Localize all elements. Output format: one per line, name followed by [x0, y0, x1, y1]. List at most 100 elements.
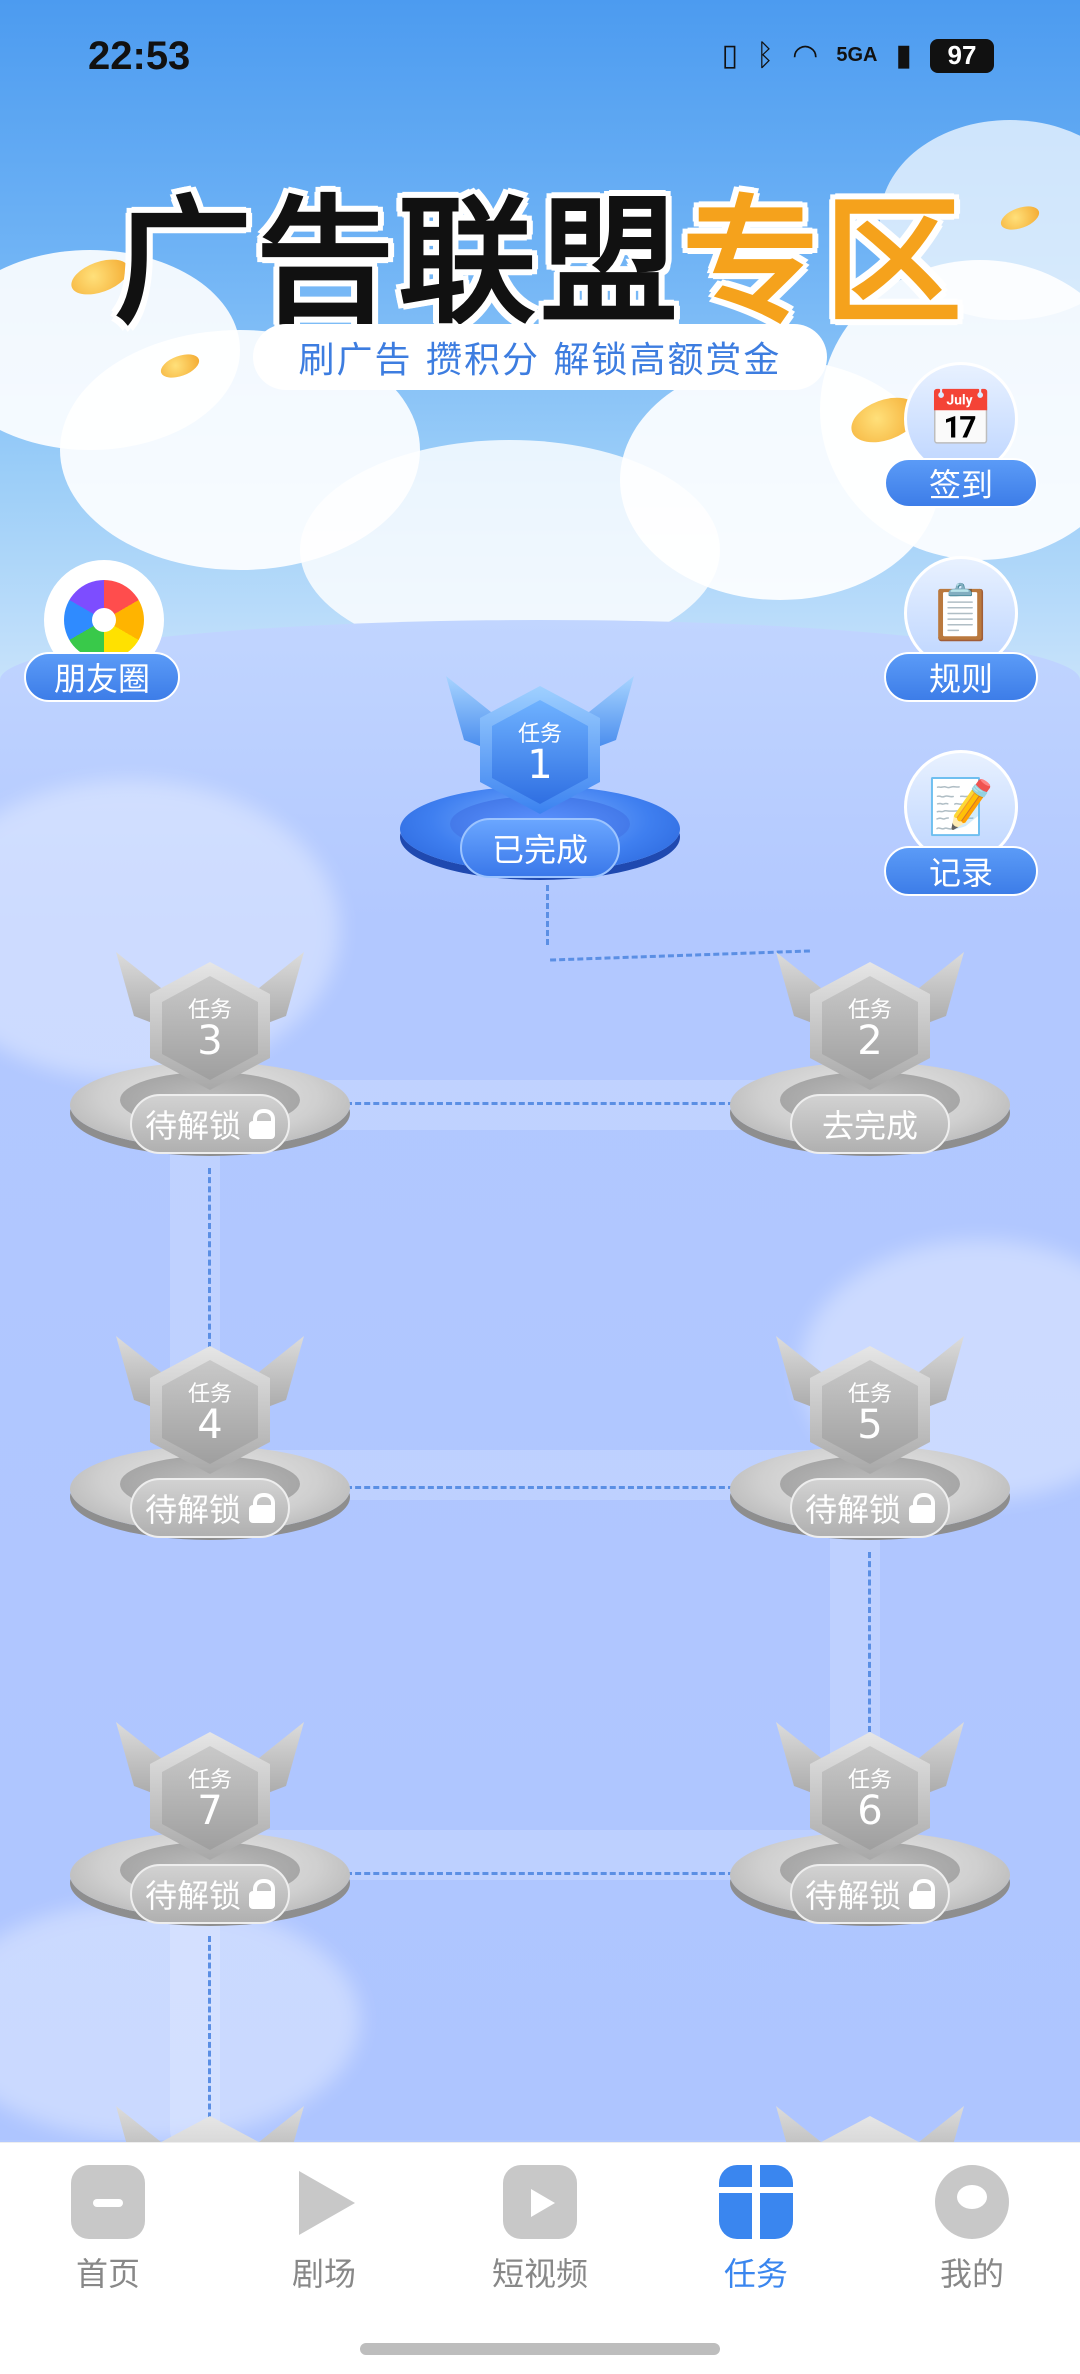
task-number: 6 — [857, 1788, 883, 1834]
cloud-decoration — [880, 120, 1080, 320]
task-status-label: 去完成 — [821, 1107, 918, 1145]
nav-label: 首页 — [75, 2255, 140, 2293]
path-connector — [208, 1936, 211, 2136]
badge-wing-icon — [776, 2106, 836, 2142]
battery-icon: 97 — [930, 38, 994, 73]
task-status-button[interactable]: 待解锁 — [130, 1864, 290, 1924]
nav-label: 短视频 — [491, 2255, 588, 2293]
bluetooth-icon: ᛒ — [756, 38, 775, 72]
path-connector — [346, 1872, 734, 1875]
task-node-4[interactable]: 任务 4 待解锁 — [70, 1336, 350, 1546]
task-node-3[interactable]: 任务 3 待解锁 — [70, 952, 350, 1162]
hexagon-badge-icon — [810, 2116, 930, 2142]
path-connector — [208, 1168, 211, 1348]
task-label: 任务 — [847, 998, 892, 1023]
banner-title-main: 广告联盟 — [113, 182, 682, 343]
nav-short-video[interactable]: 短视频 — [470, 2165, 610, 2295]
path-connector — [346, 1486, 734, 1489]
moments-label: 朋友圈 — [24, 652, 180, 702]
task-status-button[interactable]: 待解锁 — [790, 1864, 950, 1924]
task-status-button[interactable]: 待解锁 — [130, 1094, 290, 1154]
task-number: 1 — [527, 742, 553, 788]
video-icon — [503, 2165, 577, 2239]
clipboard-icon: 📋 — [904, 556, 1018, 670]
home-indicator[interactable] — [360, 2343, 720, 2355]
task-number: 5 — [857, 1402, 883, 1448]
task-node-partial — [730, 2106, 1010, 2142]
moments-aperture-icon — [64, 580, 144, 660]
lock-icon — [909, 1493, 935, 1523]
lock-icon — [909, 1879, 935, 1909]
task-node-partial — [70, 2106, 350, 2142]
task-node-5[interactable]: 任务 5 待解锁 — [730, 1336, 1010, 1546]
task-number: 7 — [197, 1788, 223, 1834]
vibrate-icon: ▯ — [721, 39, 739, 72]
task-label: 任务 — [187, 998, 232, 1023]
task-node-2[interactable]: 任务 2 去完成 — [730, 952, 1010, 1162]
task-node-7[interactable]: 任务 7 待解锁 — [70, 1722, 350, 1932]
task-label: 任务 — [517, 722, 562, 747]
task-status-button[interactable]: 已完成 — [460, 818, 620, 878]
wifi-icon: ◠ — [792, 39, 819, 72]
nav-home[interactable]: 首页 — [38, 2165, 178, 2295]
nav-tasks[interactable]: 任务 — [686, 2165, 826, 2295]
nav-profile[interactable]: 我的 — [902, 2165, 1042, 2295]
task-number: 2 — [857, 1018, 883, 1064]
task-status-button[interactable]: 去完成 — [790, 1094, 950, 1154]
task-label: 任务 — [847, 1768, 892, 1793]
badge-wing-icon — [904, 2106, 964, 2142]
task-node-6[interactable]: 任务 6 待解锁 — [730, 1722, 1010, 1932]
nav-label: 我的 — [939, 2255, 1004, 2293]
play-icon — [287, 2165, 361, 2239]
task-status-label: 待解锁 — [144, 1877, 241, 1915]
checkin-label: 签到 — [884, 458, 1038, 508]
banner-title: 广告联盟专区 — [0, 150, 1080, 350]
task-status-label: 待解锁 — [804, 1491, 901, 1529]
banner-subtitle: 刷广告 攒积分 解锁高额赏金 — [253, 324, 827, 390]
signal-icon: ▮ — [895, 39, 912, 72]
task-label: 任务 — [187, 1768, 232, 1793]
badge-wing-icon — [116, 2106, 176, 2142]
lock-icon — [249, 1879, 275, 1909]
home-icon — [71, 2165, 145, 2239]
task-node-1[interactable]: 任务 1 已完成 — [400, 676, 680, 886]
header-banner — [0, 0, 1080, 720]
lock-icon — [249, 1109, 275, 1139]
checkin-button[interactable]: 📅 签到 — [884, 362, 1038, 512]
notepad-icon: 📝 — [904, 750, 1018, 864]
task-status-button[interactable]: 待解锁 — [790, 1478, 950, 1538]
task-number: 3 — [197, 1018, 223, 1064]
cloud-decoration — [0, 1900, 360, 2140]
network-label: 5GA — [836, 44, 878, 66]
lock-icon — [249, 1493, 275, 1523]
task-number: 4 — [197, 1402, 223, 1448]
hexagon-badge-inner — [822, 1360, 918, 1464]
nav-theater[interactable]: 剧场 — [254, 2165, 394, 2295]
nav-label: 剧场 — [291, 2255, 356, 2293]
task-label: 任务 — [847, 1382, 892, 1407]
task-status-label: 待解锁 — [144, 1107, 241, 1145]
task-status-button[interactable]: 待解锁 — [130, 1478, 290, 1538]
task-label: 任务 — [187, 1382, 232, 1407]
badge-wing-icon — [244, 2106, 304, 2142]
profile-icon — [935, 2165, 1009, 2239]
records-label: 记录 — [884, 846, 1038, 896]
task-status-label: 已完成 — [491, 831, 588, 869]
hexagon-badge-icon — [150, 2116, 270, 2142]
task-status-label: 待解锁 — [804, 1877, 901, 1915]
records-button[interactable]: 📝 记录 — [884, 750, 1038, 900]
rules-button[interactable]: 📋 规则 — [884, 556, 1038, 706]
hexagon-badge-inner — [162, 1360, 258, 1464]
status-bar: 22:53 ▯ ᛒ ◠ 5GA ▮ 97 — [0, 0, 1080, 120]
gift-icon — [719, 2165, 793, 2239]
bottom-nav: 首页 剧场 短视频 任务 我的 — [0, 2142, 1080, 2374]
status-icons: ▯ ᛒ ◠ 5GA ▮ 97 — [722, 38, 994, 73]
hexagon-badge-inner — [162, 1746, 258, 1850]
moments-button[interactable]: 朋友圈 — [24, 560, 180, 706]
hexagon-badge-inner — [822, 1746, 918, 1850]
nav-label: 任务 — [723, 2255, 788, 2293]
path-connector — [546, 885, 549, 945]
banner-title-highlight: 专区 — [682, 182, 967, 343]
path-connector — [346, 1102, 734, 1105]
rules-label: 规则 — [884, 652, 1038, 702]
